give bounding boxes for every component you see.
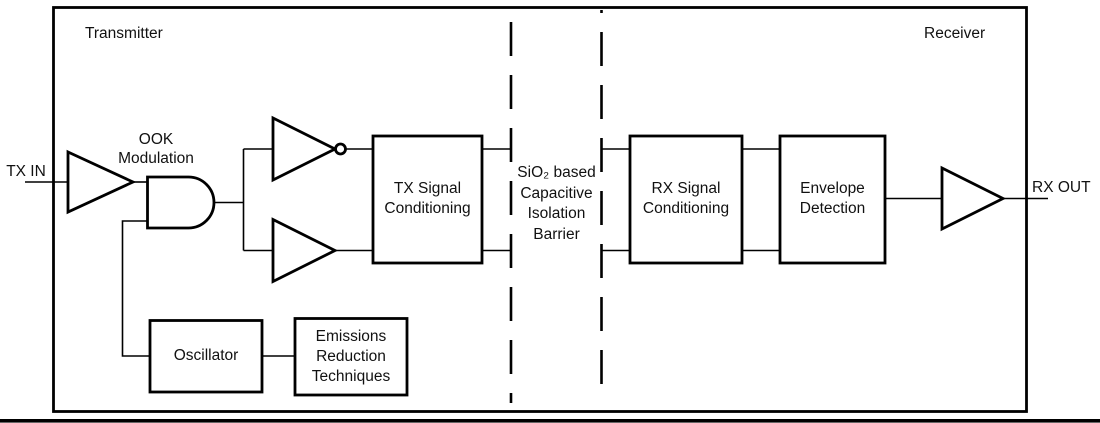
branch-buffer-triangle: [271, 217, 339, 284]
rx-out-port-label: RX OUT: [1032, 179, 1091, 196]
rx-signal-conditioning-label: RX Signal Conditioning: [642, 180, 730, 217]
bottom-rule: [0, 419, 1100, 423]
tx-in-port-label: TX IN: [6, 163, 46, 180]
ook-modulation-label: OOK Modulation: [118, 131, 194, 167]
tx-signal-conditioning-label: TX Signal Conditioning: [384, 180, 471, 217]
envelope-detection-label: Envelope Detection: [799, 180, 866, 217]
rx-output-buffer-triangle: [940, 165, 1007, 232]
isolation-barrier-label: SiO₂ based Capacitive Isolation Barrier: [517, 164, 596, 243]
transmitter-section-label: Transmitter: [85, 25, 163, 42]
oscillator-feedback-wire: [121, 220, 150, 357]
oscillator-box: [148, 319, 264, 394]
outer-border: [52, 6, 1028, 413]
inverter-triangle: [271, 115, 339, 183]
and-gate: [146, 175, 216, 230]
emissions-reduction-box: [293, 317, 409, 397]
tx-input-buffer-triangle: [66, 149, 137, 215]
tx-signal-conditioning-box: [371, 134, 484, 265]
oscillator-label: Oscillator: [173, 347, 239, 364]
emissions-reduction-label: Emissions Reduction Techniques: [311, 328, 391, 385]
rx-signal-conditioning-box: [628, 134, 744, 265]
envelope-detection-box: [778, 134, 887, 265]
receiver-section-label: Receiver: [924, 25, 986, 42]
inverter-bubble: [334, 142, 347, 156]
